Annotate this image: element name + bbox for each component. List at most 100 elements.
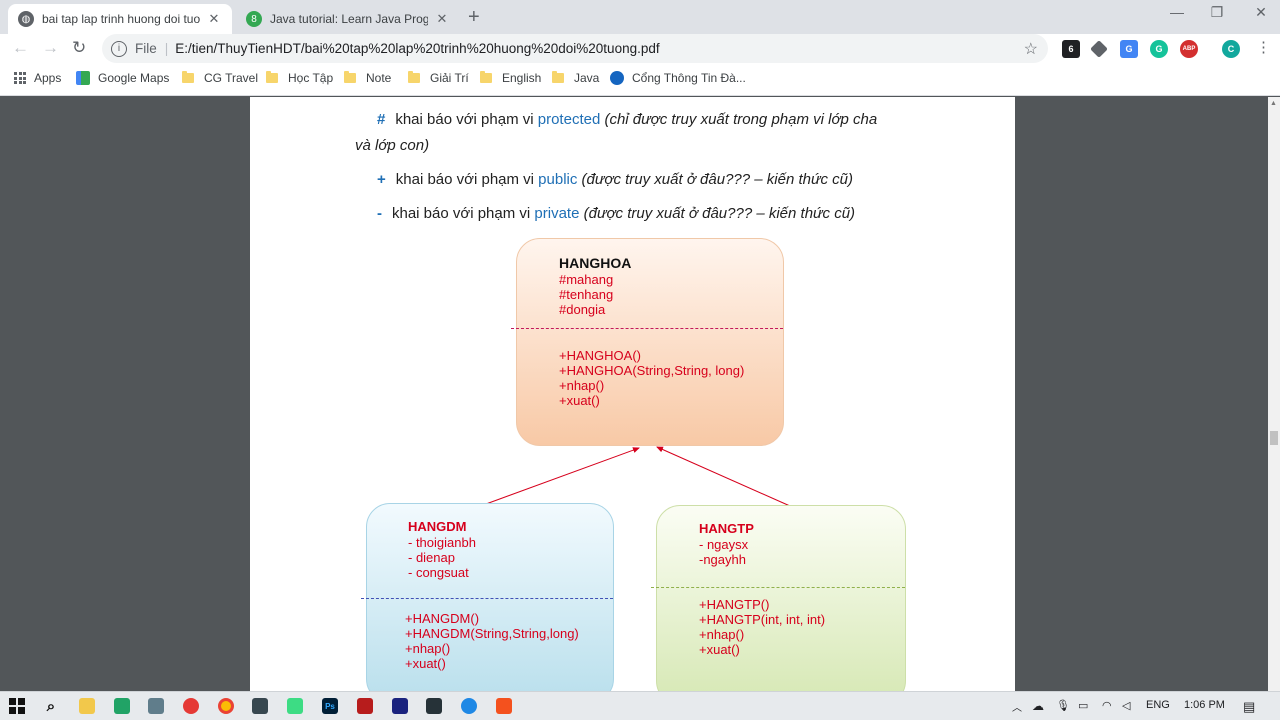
scroll-up-icon[interactable]: ▲ [1270, 100, 1277, 107]
restore-button[interactable]: ❐ [1210, 4, 1224, 20]
address-bar[interactable]: i File | E:/tien/ThuyTienHDT/bai%20tap%2… [102, 34, 1048, 63]
back-button[interactable]: ← [12, 38, 29, 57]
app-green-icon[interactable] [114, 698, 130, 714]
bookmark-cong-thong-tin[interactable]: Cổng Thông Tin Đà... [610, 71, 746, 85]
bookmark-java[interactable]: Java [552, 71, 599, 85]
reload-button[interactable]: ↻ [72, 38, 87, 57]
file-explorer-icon[interactable] [79, 698, 95, 714]
wifi-icon[interactable]: ◠ [1102, 700, 1112, 712]
bookmark-google-maps[interactable]: Google Maps [76, 71, 169, 85]
protected-line: #khai báo với phạm vi protected (chỉ đượ… [377, 111, 877, 128]
operation: +xuat() [699, 642, 740, 657]
notification-icon[interactable]: ▤ [1243, 699, 1256, 714]
folder-icon [408, 71, 420, 83]
compartment-divider [361, 598, 613, 599]
close-tab-icon[interactable]: ✕ [208, 11, 220, 26]
keyword-public: public [538, 171, 578, 188]
menu-kebab-icon[interactable]: ⋮ [1256, 39, 1271, 56]
folder-icon [480, 71, 492, 83]
class-box-hanghoa: HANGHOA #mahang #tenhang #dongia +HANGHO… [511, 238, 784, 446]
bookmark-note[interactable]: Note [344, 71, 391, 85]
mic-icon[interactable]: 🎙 [1056, 700, 1070, 712]
class-box-hangtp: HANGTP - ngaysx -ngayhh +HANGTP() +HANGT… [651, 505, 906, 691]
app-cube-icon[interactable] [252, 698, 268, 714]
tab-pdf[interactable]: ◍ bai tap lap trinh huong doi tuong ✕ [8, 4, 232, 34]
text: khai báo với phạm vi [392, 205, 535, 222]
pdf-page: #khai báo với phạm vi protected (chỉ đượ… [250, 97, 1015, 691]
tab-strip: ◍ bai tap lap trinh huong doi tuong ✕ 8 … [0, 0, 1280, 34]
minimize-button[interactable]: — [1170, 4, 1184, 20]
bookmark-cg-travel[interactable]: CG Travel [182, 71, 258, 85]
battery-icon[interactable]: ▭ [1078, 700, 1089, 712]
teamviewer-icon[interactable] [461, 698, 477, 714]
arrow-hangdm-to-hanghoa [485, 447, 640, 505]
inheritance-arrows [485, 446, 791, 507]
google-translate-icon[interactable]: G [1120, 40, 1138, 58]
pdf-viewer: #khai báo với phạm vi protected (chỉ đượ… [0, 97, 1280, 691]
search-icon[interactable]: ⌕ [46, 697, 56, 715]
app-db-icon[interactable] [392, 698, 408, 714]
forward-button[interactable]: → [42, 38, 59, 57]
class-attributes: - ngaysx -ngayhh [699, 537, 748, 567]
app-red-icon[interactable] [183, 698, 199, 714]
chrome-icon[interactable] [218, 698, 234, 714]
clock[interactable]: 1:06 PM [1184, 699, 1225, 711]
attribute: -ngayhh [699, 552, 746, 567]
operation: +nhap() [699, 627, 745, 642]
bookmarks-bar: Apps Google Maps CG Travel Học Tập Note … [0, 64, 1280, 96]
bookmark-apps[interactable]: Apps [14, 71, 61, 85]
volume-icon[interactable]: ◁ [1122, 700, 1131, 712]
extension-diamond-icon[interactable] [1090, 40, 1108, 58]
new-tab-button[interactable]: + [468, 6, 480, 28]
scroll-thumb[interactable] [1270, 431, 1278, 445]
operation: +xuat() [559, 393, 600, 408]
attribute: #tenhang [559, 287, 614, 302]
bookmark-english[interactable]: English [480, 71, 541, 85]
bookmark-giai-tri[interactable]: Giải Trí [408, 71, 469, 85]
language-indicator[interactable]: ENG [1146, 699, 1170, 711]
start-windows-icon[interactable] [9, 698, 25, 714]
arrow-hangtp-to-hanghoa [656, 446, 791, 507]
operation: +nhap() [405, 641, 451, 656]
bookmark-label: Google Maps [98, 71, 170, 85]
info-icon[interactable]: i [111, 40, 127, 57]
folder-icon [552, 71, 564, 83]
close-tab-icon[interactable]: ✕ [436, 11, 448, 26]
adblock-icon[interactable]: ABP [1180, 40, 1198, 58]
class-name: HANGHOA [559, 255, 632, 271]
private-line: -khai báo với phạm vi private (được truy… [377, 205, 855, 222]
extension-badge-icon[interactable]: 6 [1062, 40, 1080, 58]
attribute: - congsuat [408, 565, 469, 580]
url-text[interactable]: E:/tien/ThuyTienHDT/bai%20tap%20lap%20tr… [175, 41, 660, 56]
android-studio-icon[interactable] [287, 698, 303, 714]
app-orange-icon[interactable] [496, 698, 512, 714]
keyword-protected: protected [537, 111, 601, 128]
maps-icon [76, 71, 90, 85]
tray-chevron-icon[interactable]: ︿ [1012, 703, 1022, 714]
compartment-divider [651, 587, 905, 588]
tab-java-tutorial[interactable]: 8 Java tutorial: Learn Java Programming … [236, 4, 460, 34]
onedrive-icon[interactable]: ☁ [1032, 699, 1044, 713]
close-window-button[interactable]: ✕ [1255, 4, 1267, 20]
app-shield-icon[interactable] [148, 698, 164, 714]
bookmark-label: Apps [34, 71, 62, 85]
bookmark-hoc-tap[interactable]: Học Tập [266, 71, 333, 85]
vertical-scrollbar[interactable]: ▲ [1268, 97, 1280, 691]
class-attributes: #mahang #tenhang #dongia [559, 272, 613, 317]
bookmark-star-icon[interactable]: ☆ [1023, 40, 1038, 58]
bookmark-label: Cổng Thông Tin Đà... [632, 71, 746, 85]
apps-grid-icon [14, 72, 26, 84]
text: khai báo với phạm vi [395, 171, 539, 188]
class-box-hangdm: HANGDM - thoigianbh - dienap - congsuat … [361, 503, 614, 691]
class-operations: +HANGTP() +HANGTP(int, int, int) +nhap()… [699, 597, 825, 657]
private-desc: (được truy xuất ở đâu??? – kiến thức cũ) [583, 205, 856, 222]
folder-icon [266, 71, 278, 83]
profile-avatar[interactable]: C [1222, 40, 1240, 58]
app-dark-icon[interactable] [426, 698, 442, 714]
photoshop-icon[interactable]: Ps [322, 698, 338, 714]
minus-symbol: - [377, 205, 382, 222]
app-red-square-icon[interactable] [357, 698, 373, 714]
grammarly-icon[interactable]: G [1150, 40, 1168, 58]
hash-symbol: # [377, 111, 386, 128]
protected-desc-cont: và lớp con) [355, 137, 430, 154]
